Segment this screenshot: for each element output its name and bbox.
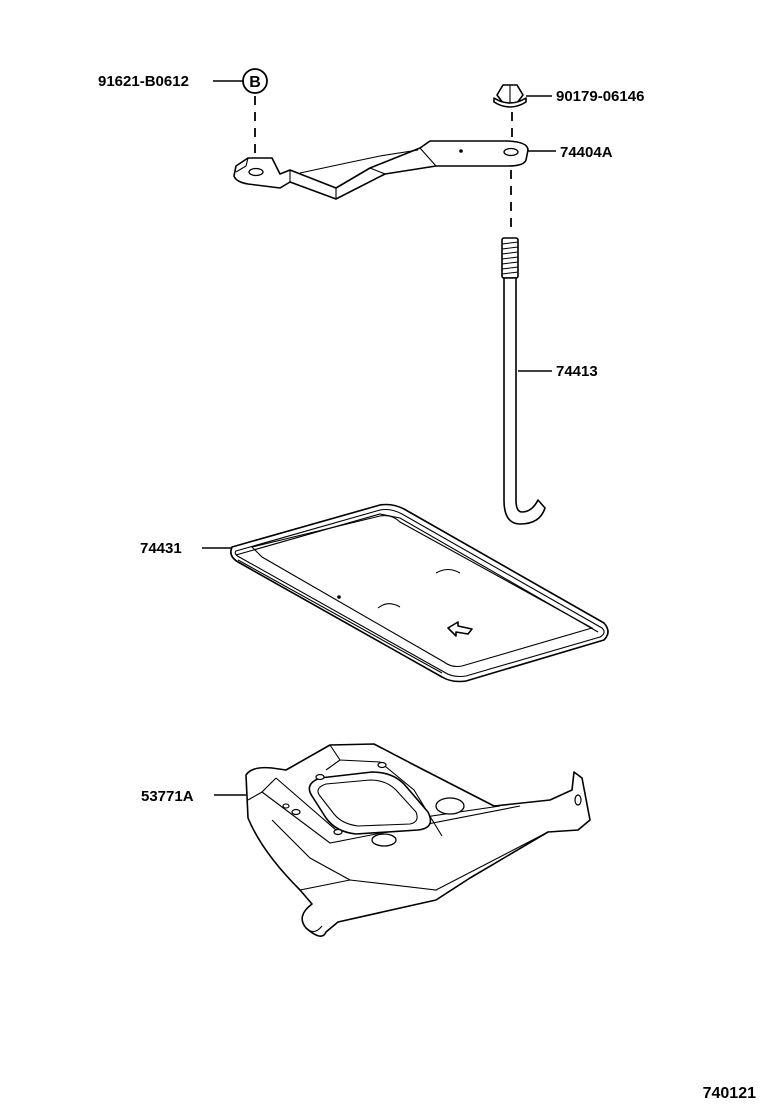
clip-b[interactable]: B	[213, 68, 268, 166]
label-91621-b0612[interactable]: 91621-B0612	[98, 73, 189, 90]
battery-carrier[interactable]	[214, 743, 591, 937]
label-74413[interactable]: 74413	[556, 363, 598, 380]
flange-nut[interactable]	[493, 84, 552, 143]
hook-rod[interactable]	[501, 237, 552, 525]
clip-b-symbol: B	[249, 74, 261, 91]
label-74404a[interactable]: 74404A	[560, 144, 613, 161]
label-90179-06146[interactable]: 90179-06146	[556, 88, 644, 105]
battery-clamp[interactable]	[233, 140, 556, 200]
battery-tray[interactable]	[202, 503, 609, 683]
label-53771a[interactable]: 53771A	[141, 788, 194, 805]
figure-id: 740121	[703, 1085, 756, 1102]
label-74431[interactable]: 74431	[140, 540, 182, 557]
